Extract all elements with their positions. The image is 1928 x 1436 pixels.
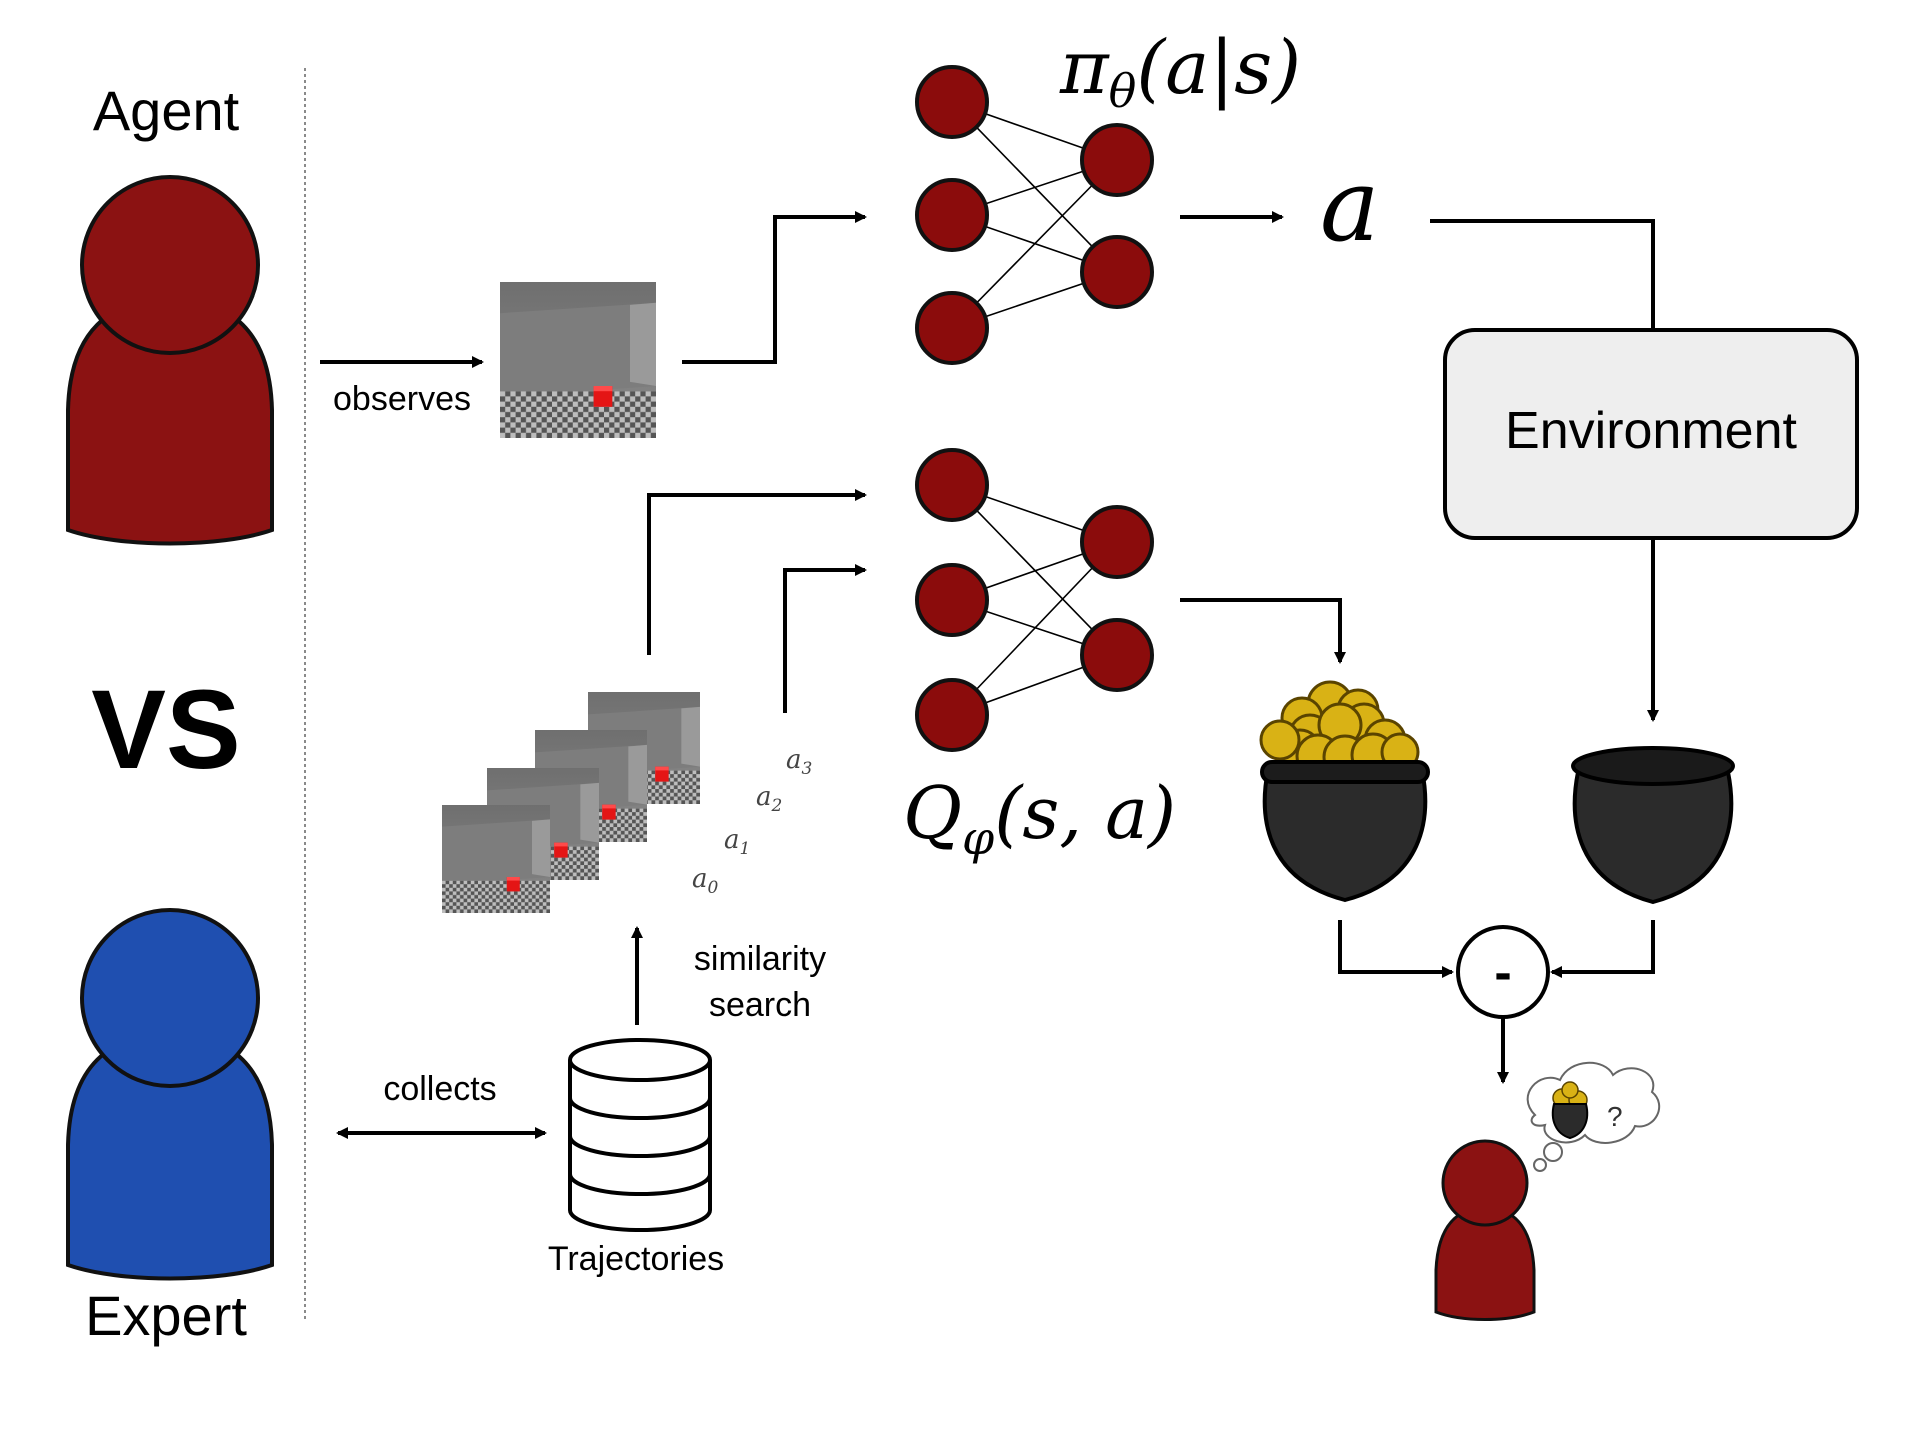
action-to-env-line: [1430, 219, 1655, 330]
q-function-label: Qφ(s, a): [903, 771, 1176, 865]
observation-image: [500, 282, 656, 438]
vs-label: VS: [91, 667, 240, 792]
q-input-node: [915, 448, 989, 522]
q-network: [915, 448, 1154, 752]
obs-to-policy-arrow: [682, 211, 867, 364]
observes-label: observes: [333, 380, 471, 418]
similarity-label-1: similarity: [694, 940, 826, 978]
trajectories-label: Trajectories: [548, 1240, 724, 1278]
action-label: a: [1320, 147, 1380, 264]
database-icon: [568, 1038, 712, 1232]
expert-label: Expert: [85, 1284, 247, 1347]
policy-output-node: [1080, 235, 1154, 309]
empty-pot-to-minus-arrow: [1550, 920, 1655, 978]
pot-of-gold-icon: [1259, 680, 1430, 903]
policy-input-node: [915, 291, 989, 365]
svg-text:a0: a0: [692, 864, 719, 898]
q-output-node: [1080, 505, 1154, 579]
q-to-gold-pot-arrow: [1180, 598, 1346, 664]
similarity-label-2: search: [709, 986, 811, 1024]
svg-text:a1: a1: [724, 825, 750, 859]
q-output-node: [1080, 618, 1154, 692]
trajectory-frames: [442, 692, 700, 913]
states-to-q-arrow: [647, 489, 867, 655]
empty-pot-icon: [1571, 746, 1735, 905]
svg-text:a2: a2: [756, 782, 782, 816]
q-input-node: [915, 563, 989, 637]
thought-bubble-icon: ?: [1526, 1061, 1661, 1172]
policy-output-node: [1080, 123, 1154, 197]
policy-input-node: [915, 65, 989, 139]
q-input-node: [915, 678, 989, 752]
action-sequence: a0 a1 a2 a3: [692, 745, 812, 898]
actions-to-q-arrow: [783, 564, 867, 713]
agent-label: Agent: [93, 79, 240, 142]
minus-sign: -: [1494, 944, 1511, 1002]
policy-network: [915, 65, 1154, 365]
question-mark: ?: [1607, 1101, 1623, 1132]
environment-label: Environment: [1505, 402, 1797, 460]
policy-label: πθ(a|s): [1059, 25, 1301, 118]
svg-text:a3: a3: [786, 745, 812, 779]
small-agent-icon: [1434, 1139, 1536, 1321]
collects-label: collects: [383, 1070, 496, 1108]
policy-input-node: [915, 178, 989, 252]
expert-person-icon: [66, 908, 274, 1281]
gold-pot-to-minus-arrow: [1338, 920, 1454, 978]
agent-person-icon: [66, 175, 274, 546]
